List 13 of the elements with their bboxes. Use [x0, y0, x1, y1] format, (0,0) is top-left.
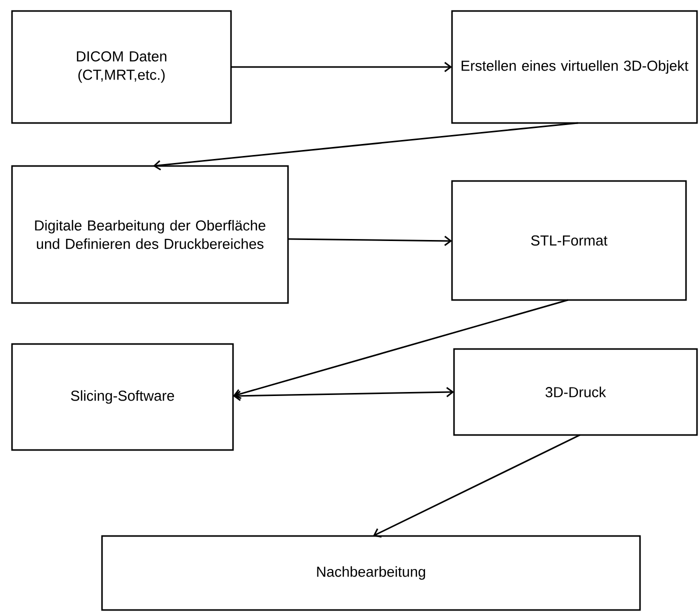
arrow — [373, 434, 580, 538]
arrow — [153, 122, 578, 170]
process-box: STL-Format — [451, 180, 687, 301]
arrow — [288, 236, 452, 246]
process-box: 3D-Druck — [453, 348, 698, 436]
process-box: Nachbearbeitung — [101, 535, 641, 611]
process-box: Digitale Bearbeitung der Oberfläche und Definieren des Druckbereiches — [11, 165, 289, 304]
arrow — [233, 387, 454, 401]
arrow — [231, 62, 452, 72]
process-box: Slicing-Software — [11, 343, 234, 451]
arrow — [233, 299, 568, 400]
process-box: Erstellen eines virtuellen 3D-Objekt — [451, 10, 698, 124]
process-box: DICOM Daten (CT,MRT,etc.) — [11, 10, 232, 124]
